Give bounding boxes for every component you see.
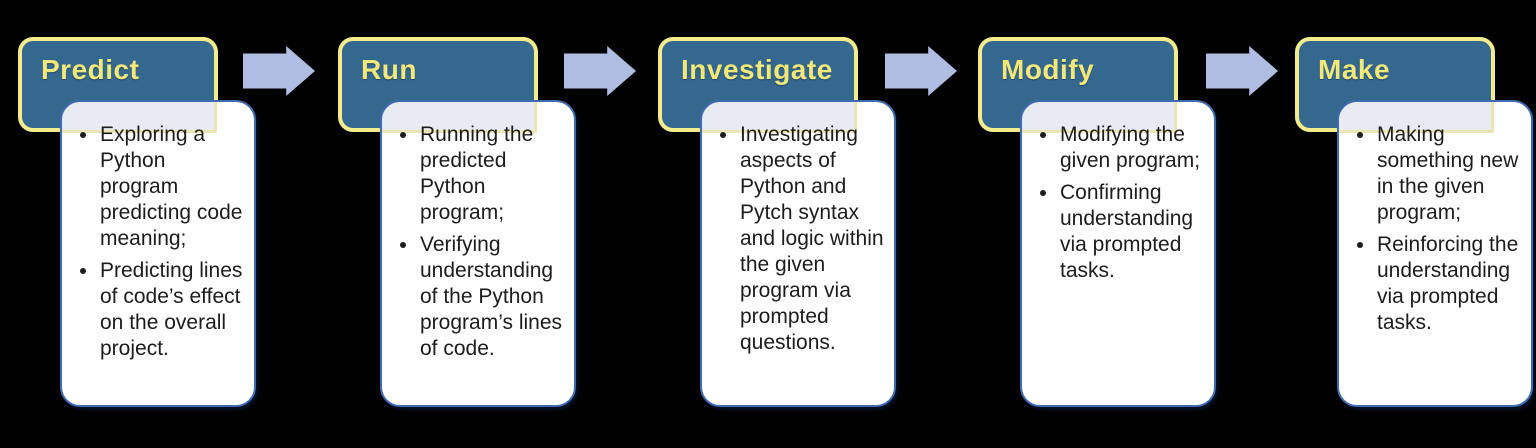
- flow-arrow-icon: [243, 46, 315, 96]
- bullet-item: Investigating aspects of Python and Pytc…: [739, 122, 884, 356]
- bullet-list: Exploring a Python program predicting co…: [62, 102, 254, 362]
- stage-card-investigate: Investigating aspects of Python and Pytc…: [700, 100, 896, 407]
- bullet-item: Exploring a Python program predicting co…: [99, 122, 244, 252]
- stage-card-predict: Exploring a Python program predicting co…: [60, 100, 256, 407]
- stage-title: Run: [361, 54, 417, 85]
- stage-predict: Predict Exploring a Python program predi…: [18, 37, 258, 412]
- stage-title: Predict: [41, 54, 140, 85]
- stage-title: Make: [1318, 54, 1391, 85]
- card-overlap-tint: [382, 102, 537, 133]
- stage-card-modify: Modifying the given program; Confirming …: [1020, 100, 1216, 407]
- flow-arrow-icon: [564, 46, 636, 96]
- bullet-list: Investigating aspects of Python and Pytc…: [702, 102, 894, 356]
- bullet-item: Confirming understanding via prompted ta…: [1059, 180, 1204, 284]
- card-overlap-tint: [702, 102, 857, 133]
- bullet-item: Verifying understanding of the Python pr…: [419, 232, 564, 362]
- bullet-list: Modifying the given program; Confirming …: [1022, 102, 1214, 284]
- bullet-item: Reinforcing the understanding via prompt…: [1376, 232, 1521, 336]
- bullet-item: Modifying the given program;: [1059, 122, 1204, 174]
- bullet-item: Making something new in the given progra…: [1376, 122, 1521, 226]
- bullet-item: Running the predicted Python program;: [419, 122, 564, 226]
- stage-card-run: Running the predicted Python program; Ve…: [380, 100, 576, 407]
- flow-arrow-icon: [885, 46, 957, 96]
- stage-run: Run Running the predicted Python program…: [338, 37, 578, 412]
- stage-modify: Modify Modifying the given program; Conf…: [978, 37, 1218, 412]
- stage-title: Modify: [1001, 54, 1095, 85]
- card-overlap-tint: [1022, 102, 1177, 133]
- flow-arrow-icon: [1206, 46, 1278, 96]
- card-overlap-tint: [1339, 102, 1494, 133]
- stage-investigate: Investigate Investigating aspects of Pyt…: [658, 37, 898, 412]
- stage-title: Investigate: [681, 54, 833, 85]
- bullet-item: Predicting lines of code’s effect on the…: [99, 258, 244, 362]
- card-overlap-tint: [62, 102, 217, 133]
- stage-card-make: Making something new in the given progra…: [1337, 100, 1533, 407]
- bullet-list: Running the predicted Python program; Ve…: [382, 102, 574, 362]
- stage-make: Make Making something new in the given p…: [1295, 37, 1535, 412]
- bullet-list: Making something new in the given progra…: [1339, 102, 1531, 336]
